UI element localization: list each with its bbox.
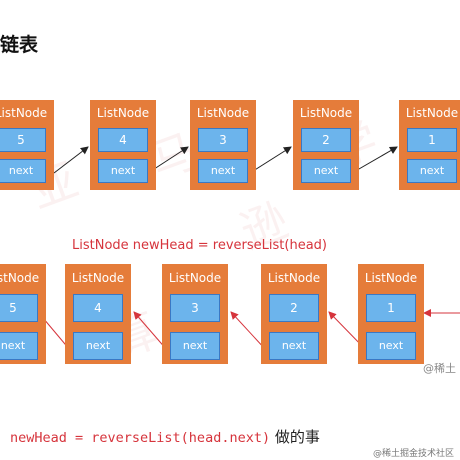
site-credit: @稀土掘金技术社区 — [372, 449, 454, 459]
page-title: 链表 — [0, 34, 39, 56]
node-type-label: ListNode — [0, 271, 40, 285]
node-type-label: ListNode — [364, 271, 418, 285]
node-next-field: next — [198, 159, 248, 183]
top-link-2-to-1 — [351, 146, 398, 174]
node-value: 4 — [98, 128, 148, 152]
node-type-label: ListNode — [0, 106, 48, 120]
code-description: 做的事 — [270, 428, 320, 446]
node-type-label: ListNode — [196, 106, 250, 120]
call-caption: ListNode newHead = reverseList(head) — [72, 238, 327, 253]
node-value: 5 — [0, 294, 38, 322]
node-next-field: next — [269, 332, 319, 360]
node-next-field: next — [73, 332, 123, 360]
code-caption: newHead = reverseList(head.next) 做的事 — [10, 426, 320, 447]
node-value: 3 — [198, 128, 248, 152]
node-next-field: next — [98, 159, 148, 183]
node-value: 4 — [73, 294, 123, 322]
bottom-node-4: ListNode 4 next — [65, 264, 131, 364]
node-next-field: next — [170, 332, 220, 360]
bottom-node-3: ListNode 3 next — [162, 264, 228, 364]
node-next-field: next — [301, 159, 351, 183]
top-node-2: ListNode 2 next — [293, 100, 359, 190]
bottom-node-5: ListNode 5 next — [0, 264, 46, 364]
node-next-field: next — [366, 332, 416, 360]
node-value: 2 — [269, 294, 319, 322]
bottom-link-2-to-3 — [230, 311, 267, 351]
node-next-field: next — [0, 332, 38, 360]
image-watermark: @稀土 — [423, 362, 456, 375]
node-value: 5 — [0, 128, 46, 152]
node-value: 1 — [366, 294, 416, 322]
top-node-4: ListNode 4 next — [90, 100, 156, 190]
node-type-label: ListNode — [168, 271, 222, 285]
node-next-field: next — [0, 159, 46, 183]
top-node-5: ListNode 5 next — [0, 100, 54, 190]
bottom-node-2: ListNode 2 next — [261, 264, 327, 364]
node-value: 1 — [407, 128, 457, 152]
node-next-field: next — [407, 159, 457, 183]
node-value: 3 — [170, 294, 220, 322]
bottom-link-3-to-4 — [133, 311, 168, 351]
node-type-label: ListNode — [267, 271, 321, 285]
node-type-label: ListNode — [405, 106, 459, 120]
node-type-label: ListNode — [299, 106, 353, 120]
node-type-label: ListNode — [71, 271, 125, 285]
code-snippet: newHead = reverseList(head.next) — [10, 430, 271, 446]
top-link-5-to-4 — [53, 146, 89, 174]
top-node-1: ListNode 1 next — [399, 100, 460, 190]
top-node-3: ListNode 3 next — [190, 100, 256, 190]
node-value: 2 — [301, 128, 351, 152]
node-type-label: ListNode — [96, 106, 150, 120]
bottom-node-1: ListNode 1 next — [358, 264, 424, 364]
top-link-3-to-2 — [249, 146, 292, 174]
